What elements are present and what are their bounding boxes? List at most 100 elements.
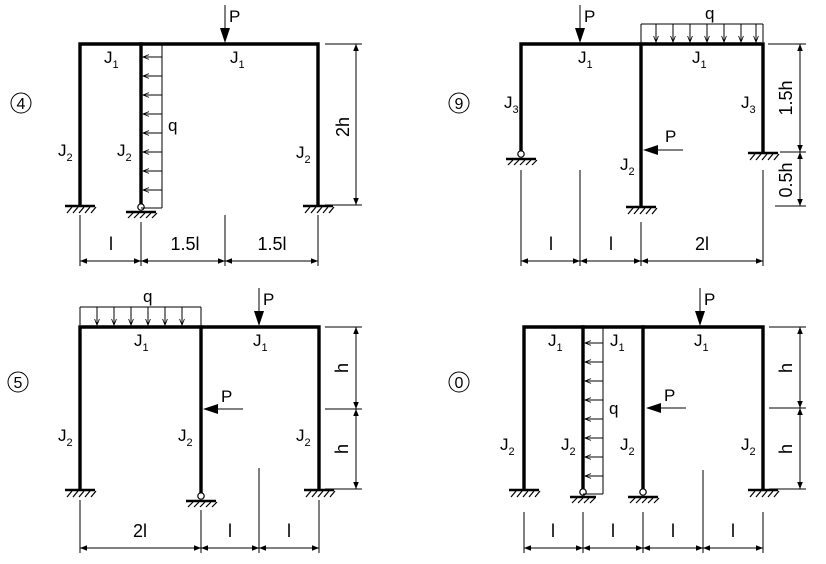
height-dimensions: h h [769,326,806,490]
point-load-p-top: P [695,288,715,326]
svg-text:P: P [665,127,676,146]
fixed-support-right [748,151,780,161]
fixed-support-left [65,488,97,498]
point-load-p-horizontal: P [203,387,243,414]
svg-text:2l: 2l [133,521,147,541]
svg-text:J2: J2 [500,435,515,458]
svg-text:P: P [704,290,715,309]
svg-text:J2: J2 [296,143,311,166]
svg-text:J3: J3 [741,93,756,116]
svg-text:J2: J2 [561,435,576,458]
variant-4: 4 q [10,5,362,266]
variant-5: 5 q [7,287,362,553]
stiffness-labels: J1 J1 J2 J2 J2 [58,331,311,449]
svg-text:l: l [611,521,615,541]
svg-text:J2: J2 [741,435,756,458]
svg-text:2l: 2l [695,234,709,254]
pinned-support-q-column [570,488,596,504]
svg-text:J2: J2 [296,426,311,449]
svg-text:P: P [221,387,232,406]
svg-text:h: h [776,444,796,454]
svg-text:J1: J1 [692,48,707,71]
fixed-support-left [65,204,97,214]
svg-text:P: P [229,7,240,26]
span-dimensions: 2l l l [79,468,320,553]
pinned-support-middle [628,488,660,504]
svg-text:J1: J1 [104,48,119,71]
svg-text:J1: J1 [548,331,563,354]
fixed-support-right [303,204,335,214]
svg-text:J1: J1 [134,331,149,354]
distributed-load-q: q [141,44,177,209]
svg-text:1.5l: 1.5l [257,234,286,254]
svg-text:h: h [776,363,796,373]
svg-text:J1: J1 [610,331,625,354]
svg-text:l: l [109,234,113,254]
svg-text:2h: 2h [333,117,353,137]
svg-text:J2: J2 [117,141,132,164]
svg-text:P: P [584,7,595,26]
svg-text:1.5l: 1.5l [170,234,199,254]
stiffness-labels: J1 J1 J3 J2 J3 [504,48,756,178]
fixed-support-middle [626,205,658,215]
pinned-support-middle [186,492,218,508]
svg-text:J2: J2 [620,155,635,178]
stiffness-labels: J1 J1 J1 J2 J2 J2 J2 [500,331,756,458]
svg-text:l: l [609,234,613,254]
fixed-support-right [748,488,780,498]
svg-text:J2: J2 [178,426,193,449]
frame-outline [78,42,320,207]
point-load-p: P [220,5,240,43]
variant-0: 0 [448,288,806,553]
svg-text:J1: J1 [230,48,245,71]
variant-number-badge: 9 [448,92,470,114]
svg-text:q: q [143,287,152,306]
span-dimensions: l l 2l [520,170,764,266]
height-dimensions: 1.5h 0.5h [768,43,806,207]
stiffness-labels: J1 J1 J2 J2 J2 [58,48,311,166]
variant-9: 9 q [448,4,806,266]
svg-text:4: 4 [17,96,26,113]
svg-text:q: q [609,399,618,418]
svg-text:l: l [551,521,555,541]
svg-text:P: P [664,386,675,405]
svg-text:J2: J2 [58,426,73,449]
svg-text:J1: J1 [578,48,593,71]
svg-text:l: l [731,521,735,541]
span-dimensions: l 1.5l 1.5l [79,215,319,266]
point-load-p-horizontal: P [646,386,686,413]
fixed-support-right [304,488,336,498]
svg-text:J1: J1 [253,331,268,354]
variant-number-badge: 5 [7,371,29,393]
height-dimensions: 2h [325,43,362,206]
svg-text:0.5h: 0.5h [776,162,796,197]
point-load-p-top: P [575,5,595,43]
svg-text:l: l [671,521,675,541]
svg-text:P: P [263,290,274,309]
svg-text:5: 5 [14,375,23,392]
variant-number-badge: 4 [10,92,32,114]
distributed-load-q: q [583,327,618,495]
svg-text:q: q [705,4,714,23]
svg-text:q: q [168,116,177,135]
variant-number-badge: 0 [448,371,470,393]
svg-text:l: l [287,521,291,541]
point-load-p-top: P [254,288,274,326]
pinned-support-middle [126,203,158,219]
svg-text:J3: J3 [504,93,519,116]
svg-text:J2: J2 [620,435,635,458]
svg-text:9: 9 [455,96,464,113]
distributed-load-q: q [640,4,764,42]
svg-text:l: l [549,234,553,254]
svg-text:1.5h: 1.5h [776,80,796,115]
svg-text:l: l [228,521,232,541]
point-load-p-horizontal: P [643,127,683,155]
svg-text:h: h [332,444,352,454]
svg-text:h: h [332,363,352,373]
svg-text:J1: J1 [694,331,709,354]
distributed-load-q: q [79,287,202,325]
height-dimensions: h h [325,326,362,490]
pinned-support-left [506,150,538,166]
fixed-support-left [509,488,541,498]
